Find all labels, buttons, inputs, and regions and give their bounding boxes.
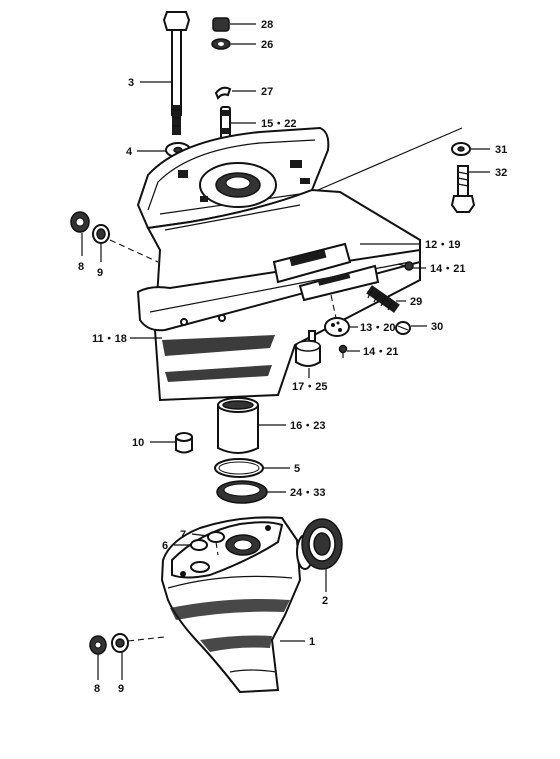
guide-6-7 — [215, 541, 219, 556]
callout-1: 1 — [309, 636, 315, 648]
callout-28: 28 — [261, 19, 273, 31]
callout-24-33: 24・33 — [290, 487, 325, 499]
callout-3: 3 — [128, 77, 134, 89]
part-9-top-washer — [92, 224, 110, 244]
callout-labels: 28 26 3 27 15・22 4 31 32 8 9 12・19 14・21… — [78, 19, 507, 695]
guide-13-20 — [330, 294, 337, 319]
part-5-oring — [214, 458, 264, 478]
callout-15-22: 15・22 — [261, 118, 296, 130]
part-3-bolt — [162, 11, 191, 135]
part-10-dowel — [175, 432, 193, 454]
callout-9-top: 9 — [97, 267, 103, 279]
callout-13-20: 13・20 — [360, 322, 395, 334]
guide-8-9-top — [109, 239, 159, 263]
part-14-21-screw-b — [338, 344, 348, 358]
part-8-top-nut — [70, 211, 90, 233]
part-8-bot-nut — [89, 635, 107, 655]
callout-29: 29 — [410, 296, 422, 308]
part-11-18-upper-housing — [136, 126, 421, 402]
part-24-33-seal — [216, 480, 268, 504]
leader-31-housing — [317, 127, 463, 191]
callout-5: 5 — [294, 463, 300, 475]
part-9-bot-washer — [111, 633, 129, 653]
part-13-20-plate — [324, 317, 350, 337]
callout-2: 2 — [322, 595, 328, 607]
callout-27: 27 — [261, 86, 273, 98]
callout-32: 32 — [495, 167, 507, 179]
callout-16-23: 16・23 — [290, 420, 325, 432]
callout-17-25: 17・25 — [292, 381, 327, 393]
part-7-oring — [207, 531, 225, 543]
callout-9-bot: 9 — [118, 683, 124, 695]
callout-7: 7 — [180, 529, 186, 541]
part-2-bearing — [301, 518, 343, 570]
part-31-washer — [451, 142, 471, 156]
part-27-clip — [214, 86, 232, 100]
part-32-bolt — [450, 165, 476, 213]
part-6-oring — [190, 539, 208, 551]
callout-31: 31 — [495, 144, 507, 156]
callout-30: 30 — [431, 321, 443, 333]
callout-10: 10 — [132, 437, 144, 449]
leader-lines — [81, 23, 490, 680]
part-26-washer — [211, 38, 231, 50]
callout-6: 6 — [162, 540, 168, 552]
part-29-spring — [366, 285, 400, 313]
part-30-plug — [395, 321, 411, 335]
part-1-lower-gearcase — [160, 516, 314, 694]
callout-12-19: 12・19 — [425, 239, 460, 251]
callout-4: 4 — [126, 146, 133, 158]
callout-11-18: 11・18 — [92, 333, 127, 345]
callout-26: 26 — [261, 39, 273, 51]
callout-14-21-a: 14・21 — [430, 263, 465, 275]
part-14-21-screw-a — [397, 261, 414, 271]
part-16-23-sleeve — [217, 397, 259, 454]
part-17-25-grommet — [295, 330, 321, 367]
guide-8-9-bot — [127, 636, 165, 642]
callout-8-bot: 8 — [94, 683, 100, 695]
callout-8-top: 8 — [78, 261, 84, 273]
callout-14-21-b: 14・21 — [363, 346, 398, 358]
part-28-nut — [212, 17, 230, 32]
